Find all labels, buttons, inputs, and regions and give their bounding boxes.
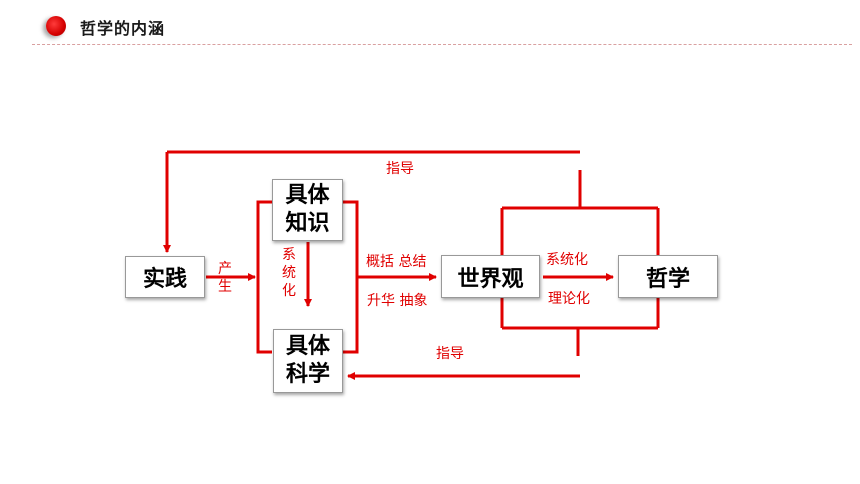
node-specific-science: 具体科学 <box>273 329 343 393</box>
label-summarize: 概括 总结 <box>366 254 427 270</box>
page-title: 哲学的内涵 <box>80 19 166 38</box>
node-philosophy: 哲学 <box>618 255 718 298</box>
label-guide-bottom: 指导 <box>436 346 464 362</box>
label-guide-top: 指导 <box>386 161 414 177</box>
node-specific-knowledge: 具体知识 <box>272 179 343 241</box>
label-systematize-vertical: 系统化 <box>282 247 296 299</box>
label-systematize: 系统化 <box>546 252 588 268</box>
node-worldview: 世界观 <box>441 255 540 298</box>
node-practice: 实践 <box>125 256 205 298</box>
left-bracket <box>256 200 272 354</box>
label-produce: 产生 <box>218 261 232 295</box>
right-bracket <box>343 200 359 354</box>
header-divider <box>32 44 852 45</box>
label-theorize: 理论化 <box>548 291 590 307</box>
label-sublimate: 升华 抽象 <box>367 293 428 309</box>
header-dot <box>46 16 66 36</box>
